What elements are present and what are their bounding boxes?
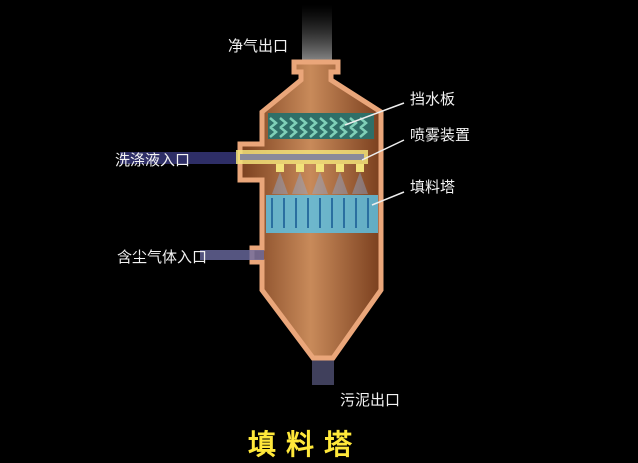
diagram-title: 填料塔 <box>248 428 363 461</box>
label-sludge-outlet: 污泥出口 <box>340 391 401 409</box>
label-packing-tower: 填料塔 <box>410 178 456 196</box>
label-washing-liquid-inlet: 洗涤液入口 <box>115 151 191 169</box>
clean-gas-plume <box>302 5 332 65</box>
label-water-baffle: 挡水板 <box>410 90 456 108</box>
spray-device <box>120 150 368 194</box>
label-spray-device: 喷雾装置 <box>410 126 471 144</box>
dusty-gas-inlet-pipe <box>200 250 264 260</box>
sludge-plume <box>312 355 334 385</box>
water-baffle <box>268 113 374 139</box>
packing-layer <box>266 195 378 233</box>
leader-lines <box>344 102 405 206</box>
label-dusty-gas-inlet: 含尘气体入口 <box>117 248 208 266</box>
label-clean-gas-outlet: 净气出口 <box>228 37 289 55</box>
